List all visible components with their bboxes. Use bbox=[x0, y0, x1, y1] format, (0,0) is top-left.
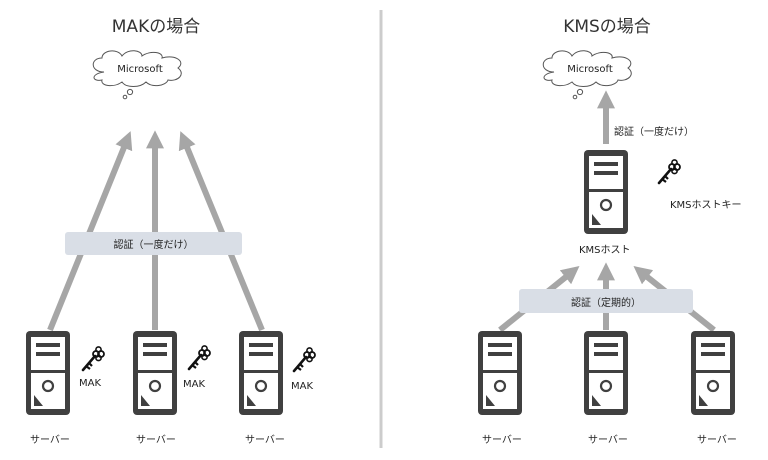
kms-top-arrow-label: 認証（一度だけ） bbox=[614, 127, 694, 138]
kms-server-caption-3: サーバー bbox=[697, 435, 737, 446]
mak-server-2-icon bbox=[131, 329, 179, 417]
mak-key-label-3: MAK bbox=[291, 381, 314, 392]
mak-server-3-icon bbox=[237, 329, 285, 417]
mak-server-caption-1: サーバー bbox=[30, 435, 70, 446]
kms-server-caption-1: サーバー bbox=[482, 435, 522, 446]
kms-auth-band: 認証（定期的） bbox=[519, 289, 693, 313]
mak-auth-band: 認証（一度だけ） bbox=[65, 232, 242, 255]
mak-key-label-1: MAK bbox=[79, 378, 102, 389]
mak-server-caption-3: サーバー bbox=[245, 435, 285, 446]
mak-key-label-2: MAK bbox=[183, 379, 206, 390]
mak-key-3-icon bbox=[292, 346, 317, 373]
mak-title: MAKの場合 bbox=[111, 17, 201, 37]
kms-server-3-icon bbox=[689, 329, 737, 417]
mak-cloud-label: Microsoft bbox=[117, 64, 163, 75]
mak-key-2-icon bbox=[187, 344, 212, 371]
kms-host-server-icon bbox=[582, 148, 630, 236]
kms-cloud-label: Microsoft bbox=[567, 64, 613, 75]
mak-server-caption-2: サーバー bbox=[136, 435, 176, 446]
kms-host-key-icon bbox=[657, 158, 682, 185]
kms-server-2-icon bbox=[582, 329, 630, 417]
mak-key-1-icon bbox=[81, 345, 106, 372]
kms-host-label: KMSホスト bbox=[579, 245, 631, 256]
kms-server-caption-2: サーバー bbox=[588, 435, 628, 446]
kms-server-1-icon bbox=[476, 329, 524, 417]
mak-server-1-icon bbox=[24, 329, 72, 417]
kms-host-key-label: KMSホストキー bbox=[670, 200, 742, 211]
kms-title: KMSの場合 bbox=[563, 17, 651, 37]
